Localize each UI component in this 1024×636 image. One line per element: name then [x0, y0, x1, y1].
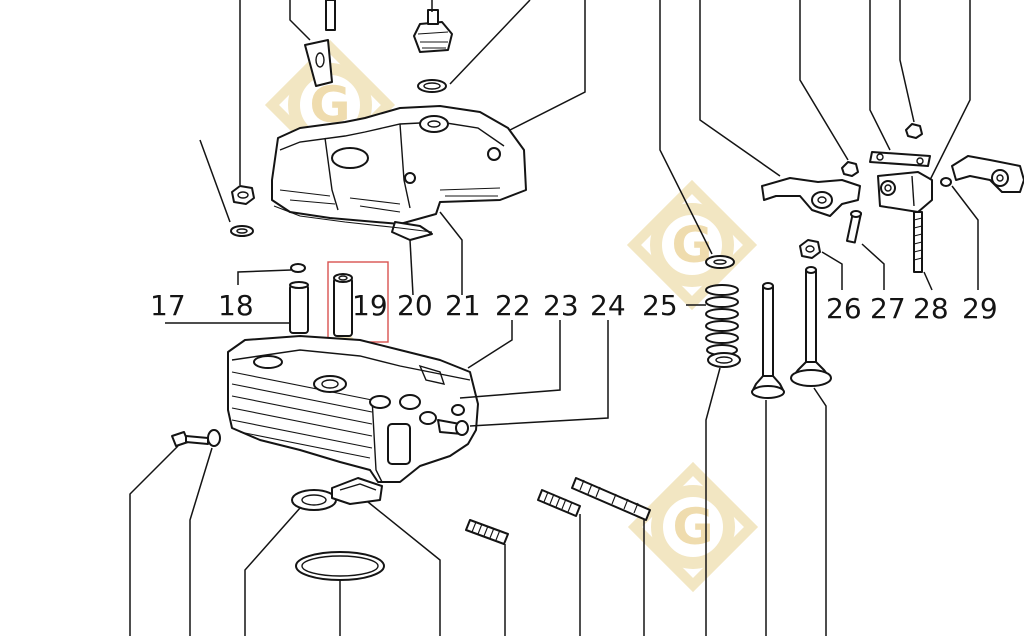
- callout-24: 24: [590, 289, 626, 322]
- leader-line-21: [439, 211, 463, 295]
- adjusting-screw-27: [845, 210, 885, 290]
- valve-cover: [271, 105, 527, 241]
- callout-23: 23: [543, 289, 579, 322]
- callout-22: 22: [495, 289, 531, 322]
- stud-medium: [537, 489, 581, 636]
- leader-line-20: [409, 239, 414, 296]
- intake-valve: [790, 266, 832, 636]
- callout-25: 25: [642, 289, 678, 322]
- callout-19: 19: [352, 289, 388, 322]
- spring-retainer: [705, 255, 735, 269]
- spring-clip-29: [940, 177, 979, 290]
- leader-line-25-top: [659, 0, 713, 255]
- rocker-support-bracket: [877, 171, 933, 213]
- callout-20: 20: [397, 289, 433, 322]
- leader-line-18: [237, 269, 292, 285]
- bracket-with-bolt: [289, 0, 336, 87]
- leader-line-cap: [449, 0, 531, 85]
- deflector-cup: [331, 477, 441, 636]
- callout-21: 21: [445, 289, 481, 322]
- watermark-logo-middle: G: [626, 179, 758, 311]
- callout-17: 17: [150, 289, 186, 322]
- watermark-letter: G: [672, 498, 713, 556]
- o-ring-gasket: [295, 551, 385, 636]
- valve-guide-19: [333, 273, 353, 337]
- watermark-letter: G: [671, 216, 712, 274]
- stud-short: [465, 519, 509, 636]
- callout-28: 28: [913, 292, 949, 325]
- oil-filler-cap: [413, 0, 453, 93]
- head-bolt-small: [129, 429, 221, 636]
- leader-line-23: [459, 320, 561, 399]
- rocker-arm-left: [699, 0, 861, 217]
- leader-line-cover-top: [509, 0, 586, 131]
- rocker-nut-small: [799, 0, 859, 177]
- rocker-lock-plate: [869, 0, 931, 167]
- stud-long: [571, 477, 651, 636]
- rocker-arm-right: [929, 0, 1024, 193]
- exhaust-valve: [751, 282, 785, 636]
- circlip-18: [290, 263, 306, 273]
- valve-guide-17: [289, 281, 309, 334]
- spring-seat-washer: [707, 352, 741, 368]
- adjuster-nut-26: [799, 239, 843, 290]
- leader-line-washer: [705, 367, 721, 636]
- valve-spring: [705, 284, 739, 356]
- rocker-top-nut: [899, 0, 923, 139]
- callout-18: 18: [218, 289, 254, 322]
- nut-and-washer-left: [199, 0, 255, 237]
- leader-line-22: [467, 320, 513, 369]
- leader-line-24: [469, 320, 609, 427]
- callout-26: 26: [826, 292, 862, 325]
- watermark-logo-bottom-right: G: [627, 461, 759, 593]
- stud-28: [913, 211, 933, 291]
- cylinder-head: [227, 335, 479, 483]
- callout-29: 29: [962, 292, 998, 325]
- callout-27: 27: [870, 292, 906, 325]
